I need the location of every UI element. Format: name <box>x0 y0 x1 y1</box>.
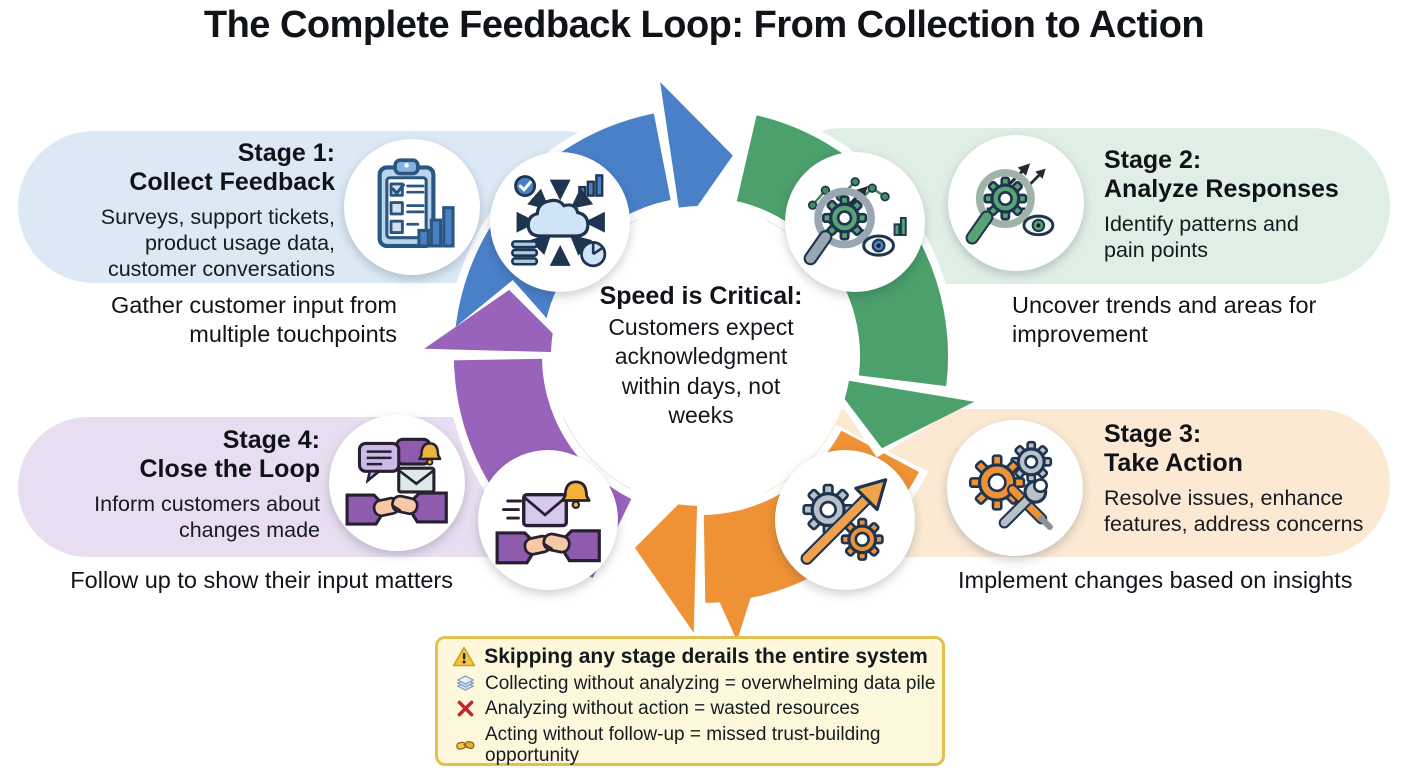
center-body: Customers expect acknowledgment within d… <box>608 313 794 428</box>
ring-analyze-icon-circle <box>785 152 925 292</box>
stage-3-description: Resolve issues, enhance features, addres… <box>1104 486 1364 537</box>
stage-1-icon-circle <box>344 139 480 275</box>
ring-action-icon-circle <box>775 450 915 590</box>
stage-1-description: Surveys, support tickets, product usage … <box>100 205 335 282</box>
red-x-icon <box>457 701 474 717</box>
stage-2-description: Identify patterns and pain points <box>1104 212 1299 263</box>
stage-1-text: Stage 1: Collect Feedback Surveys, suppo… <box>35 139 335 283</box>
stage-4-text: Stage 4: Close the Loop Inform customers… <box>20 426 320 543</box>
stage-1-caption: Gather customer input from multiple touc… <box>110 292 397 347</box>
gears-growth-arrow-icon <box>800 477 888 565</box>
clipboard-checklist-chart-icon <box>377 158 455 249</box>
stage-2-label: Stage 2: <box>1104 146 1202 174</box>
envelope-bell-handshake-icon <box>495 480 601 565</box>
warning-box: Skipping any stage derails the entire sy… <box>435 636 945 766</box>
gears-tools-icon <box>969 441 1054 531</box>
stage-3-caption: Implement changes based on insights <box>958 567 1353 593</box>
page-title: The Complete Feedback Loop: From Collect… <box>203 4 1205 46</box>
stage-3-name: Take Action <box>1104 449 1243 477</box>
warning-item: Acting without follow-up = missed trust-… <box>438 724 942 767</box>
stage-4-label: Stage 4: <box>222 426 320 454</box>
stage-2-caption: Uncover trends and areas for improvement <box>1012 292 1317 347</box>
stage-2-icon-circle <box>948 135 1084 271</box>
stage-3-text: Stage 3: Take Action Resolve issues, enh… <box>1104 420 1404 537</box>
stage-3-label: Stage 3: <box>1104 420 1202 448</box>
stage-4-caption: Follow up to show their input matters <box>70 567 453 593</box>
cloud-data-intake-icon <box>510 174 607 267</box>
magnifier-gear-trend-icon <box>803 176 907 266</box>
stage-1-label: Stage 1: <box>237 139 335 167</box>
magnifier-gear-eye-icon <box>965 163 1055 245</box>
center-heading: Speed is Critical: <box>599 281 803 310</box>
warning-triangle-icon <box>453 646 476 667</box>
ring-collect-icon-circle <box>490 152 630 292</box>
gold-handshake-icon <box>456 741 475 751</box>
stage-4-name: Close the Loop <box>139 455 320 483</box>
warning-heading-row: Skipping any stage derails the entire sy… <box>438 645 942 669</box>
data-stack-icon <box>457 675 474 691</box>
warning-item-text: Acting without follow-up = missed trust-… <box>485 723 881 766</box>
chat-envelope-bell-handshake-icon <box>345 438 449 526</box>
stage-4-description: Inform customers about changes made <box>94 492 320 543</box>
stage-3-icon-circle <box>947 420 1083 556</box>
warning-heading: Skipping any stage derails the entire sy… <box>484 645 928 668</box>
stage-2-text: Stage 2: Analyze Responses Identify patt… <box>1104 146 1399 263</box>
stage-1-name: Collect Feedback <box>129 168 335 196</box>
stage-2-name: Analyze Responses <box>1104 175 1339 203</box>
warning-item: Collecting without analyzing = overwhelm… <box>438 673 942 694</box>
stage-4-icon-circle <box>329 415 465 551</box>
warning-item: Analyzing without action = wasted resour… <box>438 698 942 719</box>
warning-item-text: Analyzing without action = wasted resour… <box>485 698 860 720</box>
ring-close-icon-circle <box>478 450 618 590</box>
warning-item-text: Collecting without analyzing = overwhelm… <box>485 673 936 694</box>
